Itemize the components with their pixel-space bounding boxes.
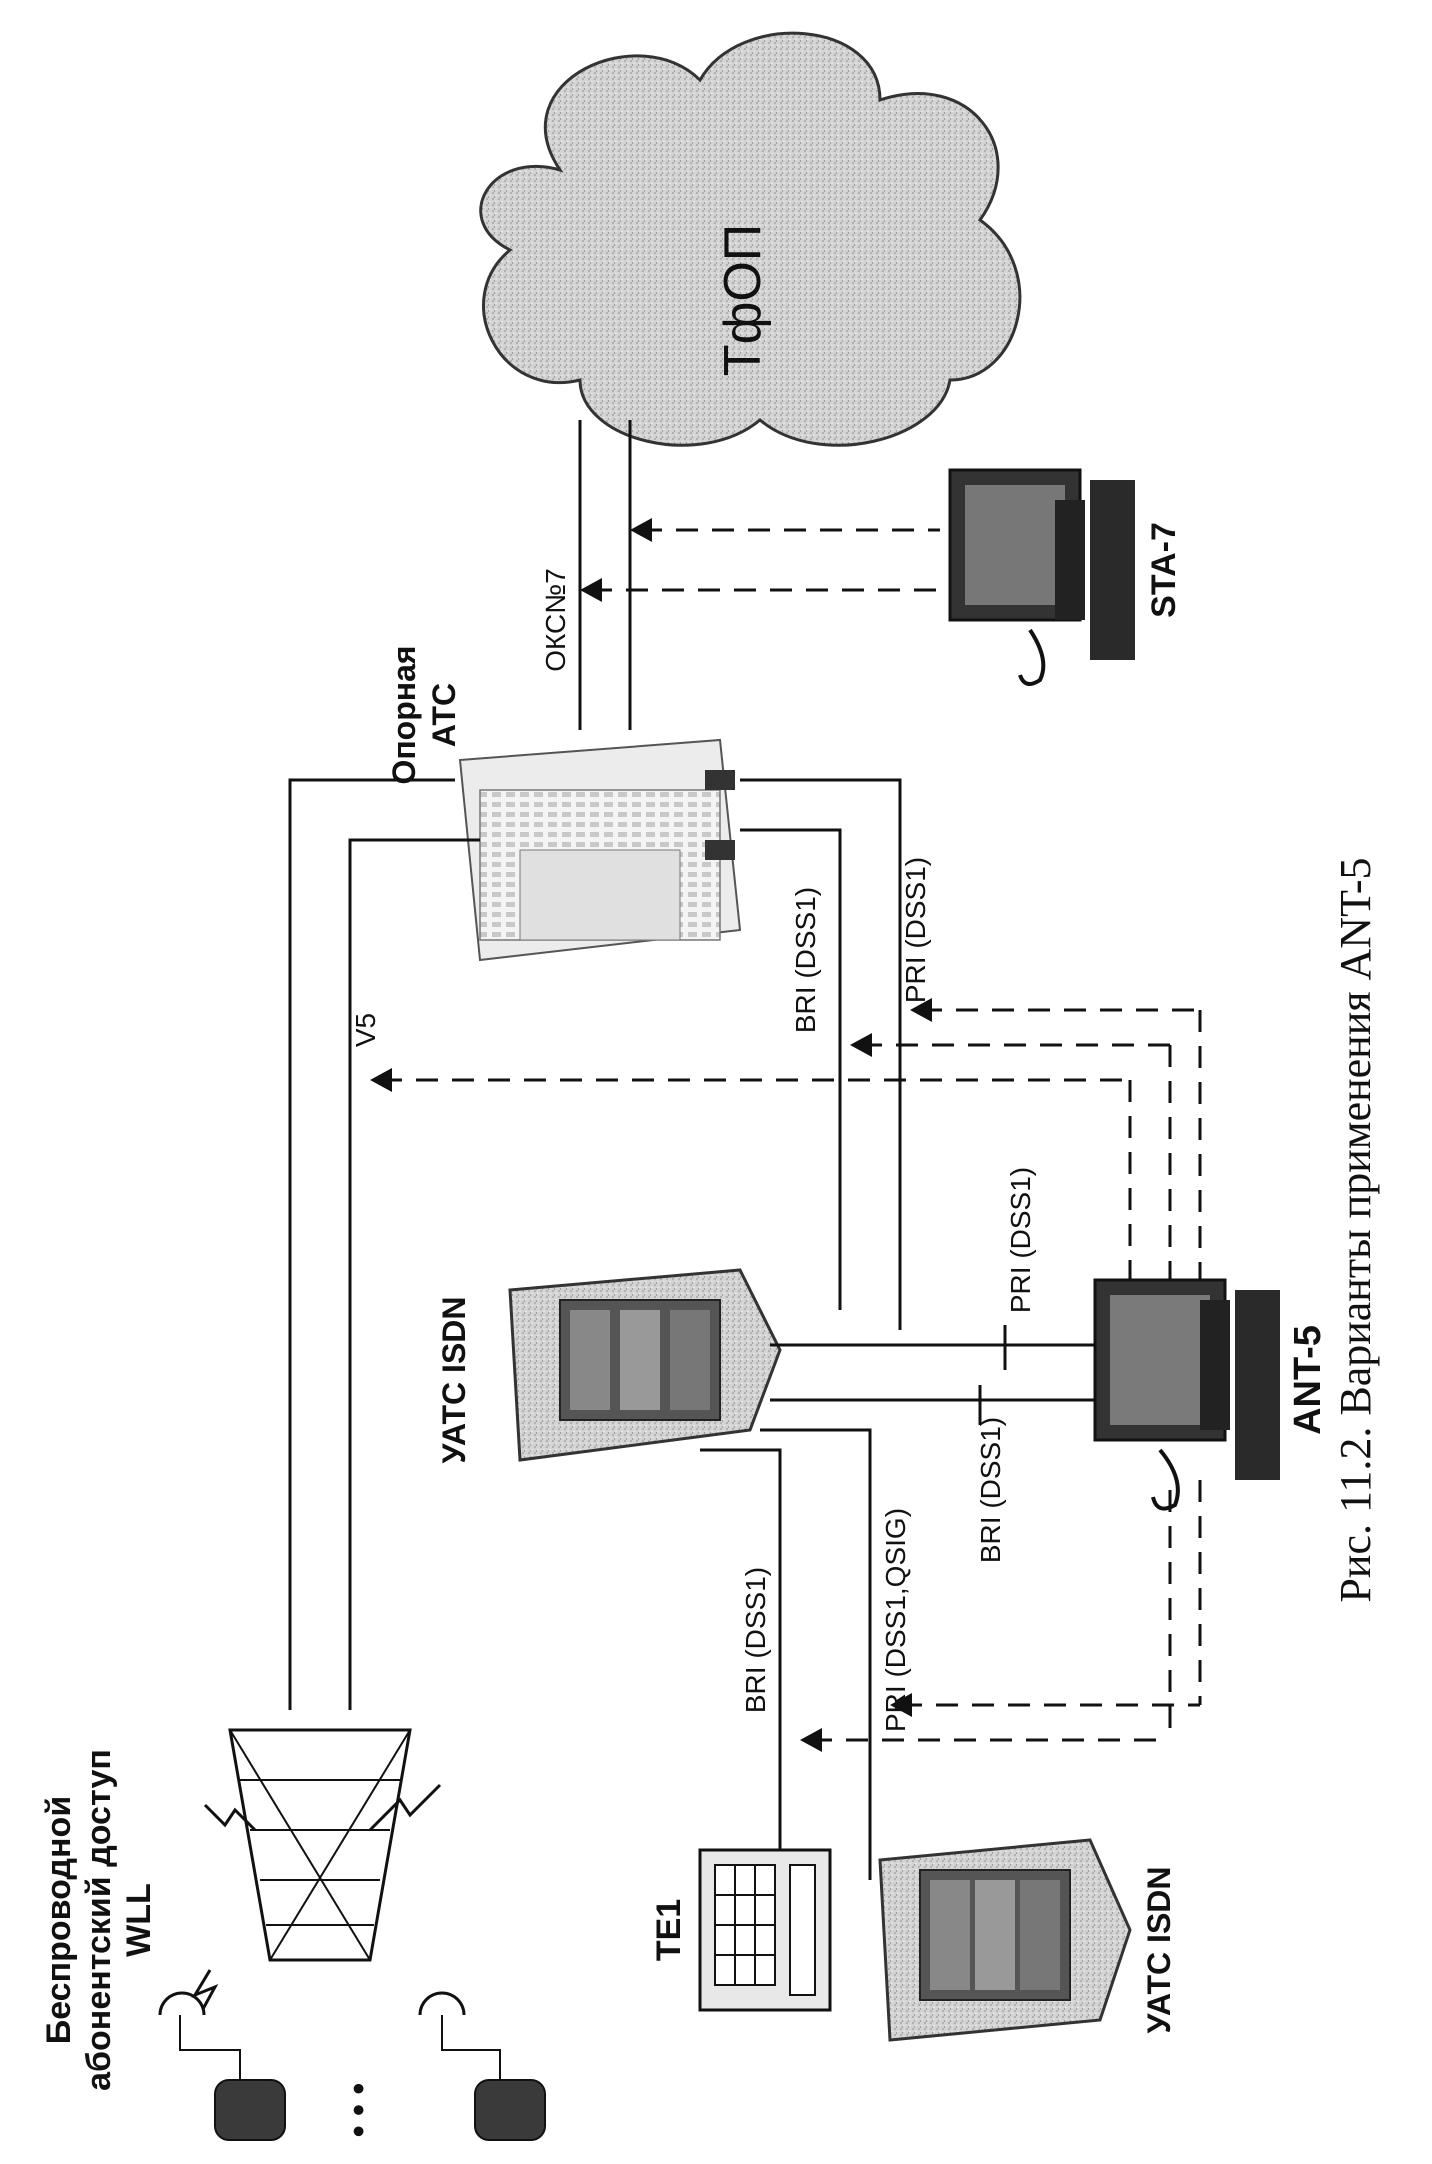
te1-label: TE1 — [650, 1899, 688, 1961]
pri-core-label: PRI (DSS1) — [900, 857, 931, 1003]
uatc-ant5-links: PRI (DSS1) BRI (DSS1) — [770, 1167, 1095, 1563]
ant5-workstation: ANT-5 — [1093, 1278, 1329, 1511]
diagram-body: ТфОП ОКС№7 STA-7 — [40, 31, 1380, 2141]
wll-tower — [191, 1728, 412, 2010]
uatc-isdn-remote: УАТС ISDN — [878, 1838, 1177, 2042]
v5-link: V5 — [288, 778, 1132, 1710]
pri-ant5-label: PRI (DSS1) — [1005, 1167, 1036, 1313]
v5-label: V5 — [350, 1013, 381, 1047]
core-exchange-label-2: АТС — [426, 683, 462, 747]
wll-label: Беспроводной абонентский доступ WLL — [40, 1749, 158, 2091]
core-isdn-links: BRI (DSS1) PRI (DSS1) — [740, 778, 1202, 1330]
subscriber-dots: • • • — [340, 2083, 378, 2138]
te1-phone: TE1 — [650, 1848, 832, 2012]
sta7-monitor-links — [580, 518, 940, 602]
pri-qsig-label: PRI (DSS1,QSIG) — [880, 1508, 911, 1732]
sta7-label: STA-7 — [1145, 522, 1183, 618]
wll-label-line-1: Беспроводной — [40, 1796, 78, 2044]
wll-label-line-2: абонентский доступ — [80, 1749, 118, 2091]
pstn-label: ТфОП — [714, 224, 772, 376]
bri-te1-label: BRI (DSS1) — [740, 1567, 771, 1713]
wll-subscribers: • • • — [158, 1783, 546, 2141]
bri-core-label: BRI (DSS1) — [790, 887, 821, 1033]
okcn7-trunk: ОКС№7 — [540, 420, 632, 730]
core-exchange-label-1: Опорная — [386, 645, 422, 784]
uatc-main-label: УАТС ISDN — [436, 1296, 472, 1463]
pstn-cloud: ТфОП — [479, 31, 1022, 447]
figure-caption: Рис. 11.2. Варианты применения ANT-5 — [1331, 857, 1380, 1602]
okcn7-label: ОКС№7 — [540, 568, 571, 672]
bri-ant5-label: BRI (DSS1) — [975, 1417, 1006, 1563]
ant5-label: ANT-5 — [1287, 1325, 1329, 1435]
uatc-remote-label: УАТС ISDN — [1141, 1866, 1177, 2033]
core-exchange-building: Опорная АТС — [386, 645, 742, 962]
wll-label-line-3: WLL — [120, 1883, 158, 1957]
uatc-isdn-main: УАТС ISDN — [436, 1268, 782, 1464]
sta7-workstation: STA-7 — [948, 468, 1183, 686]
remote-links: PRI (DSS1,QSIG) BRI (DSS1) — [700, 1428, 1202, 1880]
